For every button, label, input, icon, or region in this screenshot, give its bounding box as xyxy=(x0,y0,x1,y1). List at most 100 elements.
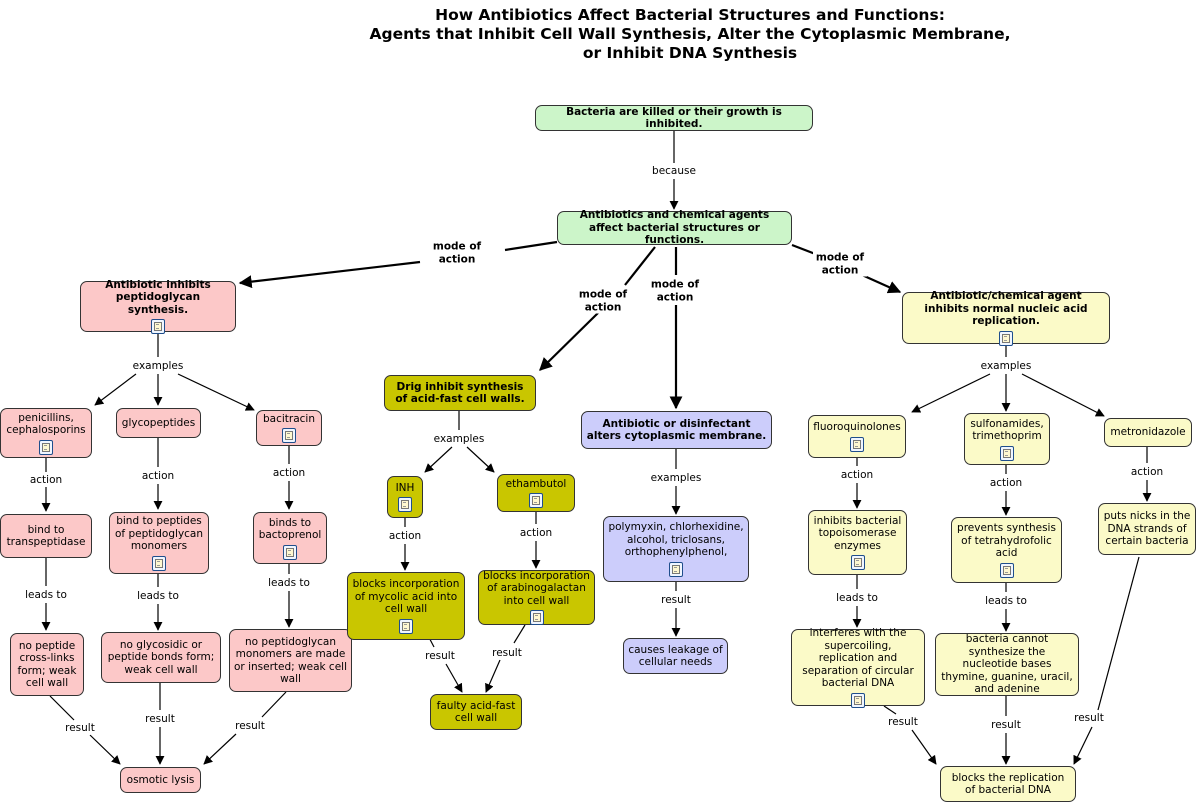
concept-no-monomers[interactable]: no peptidoglycan monomers are made or in… xyxy=(229,629,352,692)
document-icon[interactable] xyxy=(399,618,413,634)
link-label-mode-of-action: mode of action xyxy=(427,240,487,266)
link-label-result: result xyxy=(990,718,1022,732)
concept-topoisomerase[interactable]: inhibits bacterial topoisomerase enzymes xyxy=(808,510,907,575)
concept-no-cross-links[interactable]: no peptide cross-links form; weak cell w… xyxy=(10,633,84,696)
concept-text: Antibiotics and chemical agents affect b… xyxy=(579,209,770,247)
concept-cytoplasmic-membrane[interactable]: Antibiotic or disinfectant alters cytopl… xyxy=(581,411,772,449)
document-icon[interactable] xyxy=(850,436,864,452)
concept-text: blocks incorporation of mycolic acid int… xyxy=(352,578,460,616)
concept-text: no peptidoglycan monomers are made or in… xyxy=(234,635,347,686)
concept-leakage-cellular-needs[interactable]: causes leakage of cellular needs xyxy=(623,638,728,674)
concept-blocks-dna-replication[interactable]: blocks the replication of bacterial DNA xyxy=(940,766,1076,802)
document-icon[interactable] xyxy=(1000,445,1014,461)
link-label-examples: examples xyxy=(432,432,486,446)
concept-text: interferes with the supercoiling, replic… xyxy=(802,627,914,690)
link-label-result: result xyxy=(144,712,176,726)
concept-nucleotide-bases[interactable]: bacteria cannot synthesize the nucleotid… xyxy=(935,633,1079,696)
document-icon[interactable] xyxy=(850,555,865,571)
concept-penicillins[interactable]: penicillins, cephalosporins xyxy=(0,408,92,458)
concept-osmotic-lysis[interactable]: osmotic lysis xyxy=(120,767,201,793)
title-line-1: How Antibiotics Affect Bacterial Structu… xyxy=(435,6,945,24)
concept-text: puts nicks in the DNA strands of certain… xyxy=(1103,510,1191,548)
concept-bind-peptide-monomers[interactable]: bind to peptides of peptidoglycan monome… xyxy=(109,512,209,574)
concept-text: causes leakage of cellular needs xyxy=(628,643,723,669)
concept-nucleic-acid-replication[interactable]: Antibiotic/chemical agent inhibits norma… xyxy=(902,290,1110,346)
concept-text: sulfonamides, trimethoprim xyxy=(970,417,1044,443)
concept-antibiotics-affect[interactable]: Antibiotics and chemical agents affect b… xyxy=(557,209,792,247)
title-line-2: Agents that Inhibit Cell Wall Synthesis,… xyxy=(369,25,1011,43)
link-label-leads-to: leads to xyxy=(267,576,311,590)
concept-text: INH xyxy=(395,481,415,494)
concept-dna-nicks[interactable]: puts nicks in the DNA strands of certain… xyxy=(1098,503,1196,555)
concept-bacitracin[interactable]: bacitracin xyxy=(256,410,322,446)
document-icon[interactable] xyxy=(999,562,1014,578)
document-icon[interactable] xyxy=(152,555,166,571)
document-icon[interactable] xyxy=(398,497,412,513)
concept-ethambutol[interactable]: ethambutol xyxy=(497,474,575,512)
link-label-examples: examples xyxy=(979,359,1033,373)
concept-text: blocks incorporation of arabinogalactan … xyxy=(483,569,590,607)
link-label-leads-to: leads to xyxy=(835,591,879,605)
concept-text: bacitracin xyxy=(262,412,315,425)
concept-text: ethambutol xyxy=(505,477,567,490)
title-line-3: or Inhibit DNA Synthesis xyxy=(582,44,798,62)
concept-text: metronidazole xyxy=(1110,426,1186,439)
link-label-mode-of-action: mode of action xyxy=(813,251,867,277)
document-icon[interactable] xyxy=(669,561,683,577)
concept-text: Antibiotic inhibits peptidoglycan synthe… xyxy=(105,278,211,316)
link-label-result: result xyxy=(887,715,919,729)
concept-peptidoglycan-synthesis[interactable]: Antibiotic inhibits peptidoglycan synthe… xyxy=(80,278,236,335)
concept-fluoroquinolones[interactable]: fluoroquinolones xyxy=(808,415,906,458)
concept-text: osmotic lysis xyxy=(126,773,195,786)
concept-text: polymyxin, chlorhexidine, alcohol, tricl… xyxy=(608,521,744,559)
concept-faulty-acid-fast-wall[interactable]: faulty acid-fast cell wall xyxy=(430,694,522,730)
concept-blocks-arabinogalactan[interactable]: blocks incorporation of arabinogalactan … xyxy=(478,569,595,626)
concept-supercoiling[interactable]: interferes with the supercoiling, replic… xyxy=(791,627,925,708)
concept-tetrahydrofolic-acid[interactable]: prevents synthesis of tetrahydrofolic ac… xyxy=(951,517,1062,583)
link-label-because: because xyxy=(651,164,697,178)
link-label-action: action xyxy=(518,526,554,540)
link-label-action: action xyxy=(839,468,875,482)
concept-glycopeptides[interactable]: glycopeptides xyxy=(116,408,201,438)
link-label-result: result xyxy=(1073,711,1105,725)
document-icon[interactable] xyxy=(999,330,1013,346)
concept-bind-transpeptidase[interactable]: bind to transpeptidase xyxy=(0,514,92,558)
concept-acid-fast-cell-walls[interactable]: Drig inhibit synthesis of acid-fast cell… xyxy=(384,375,536,411)
link-label-mode-of-action: mode of action xyxy=(576,288,630,314)
link-label-action: action xyxy=(140,469,176,483)
concept-polymyxin-examples[interactable]: polymyxin, chlorhexidine, alcohol, tricl… xyxy=(603,516,749,582)
link-label-mode-of-action: mode of action xyxy=(648,278,702,304)
link-label-action: action xyxy=(988,476,1024,490)
link-label-result: result xyxy=(660,593,692,607)
document-icon[interactable] xyxy=(851,692,865,708)
concept-blocks-mycolic-acid[interactable]: blocks incorporation of mycolic acid int… xyxy=(347,572,465,640)
document-icon[interactable] xyxy=(529,610,544,626)
concept-text: inhibits bacterial topoisomerase enzymes xyxy=(813,514,902,552)
concept-text: Bacteria are killed or their growth is i… xyxy=(566,105,782,131)
link-label-examples: examples xyxy=(131,359,185,373)
link-label-action: action xyxy=(28,473,64,487)
document-icon[interactable] xyxy=(283,544,297,560)
concept-bacteria-killed[interactable]: Bacteria are killed or their growth is i… xyxy=(535,105,813,131)
document-icon[interactable] xyxy=(282,428,296,444)
concept-metronidazole[interactable]: metronidazole xyxy=(1104,418,1192,447)
concept-text: Antibiotic or disinfectant alters cytopl… xyxy=(586,417,767,443)
concept-binds-bactoprenol[interactable]: binds to bactoprenol xyxy=(253,512,327,564)
concept-text: Antibiotic/chemical agent inhibits norma… xyxy=(924,290,1088,328)
document-icon[interactable] xyxy=(151,319,165,335)
document-icon[interactable] xyxy=(39,439,53,455)
diagram-title: How Antibiotics Affect Bacterial Structu… xyxy=(340,6,1040,63)
concept-text: no glycosidic or peptide bonds form; wea… xyxy=(107,638,215,676)
concept-text: faulty acid-fast cell wall xyxy=(436,699,516,725)
document-icon[interactable] xyxy=(529,493,543,509)
link-label-result: result xyxy=(424,649,456,663)
link-label-result: result xyxy=(64,721,96,735)
concept-text: binds to bactoprenol xyxy=(258,516,322,542)
concept-sulfonamides[interactable]: sulfonamides, trimethoprim xyxy=(964,413,1050,465)
concept-no-glycosidic-bonds[interactable]: no glycosidic or peptide bonds form; wea… xyxy=(101,632,221,683)
concept-text: no peptide cross-links form; weak cell w… xyxy=(17,639,77,690)
concept-inh[interactable]: INH xyxy=(387,476,423,518)
link-label-leads-to: leads to xyxy=(136,589,180,603)
concept-text: blocks the replication of bacterial DNA xyxy=(951,771,1065,797)
link-label-result: result xyxy=(491,646,523,660)
